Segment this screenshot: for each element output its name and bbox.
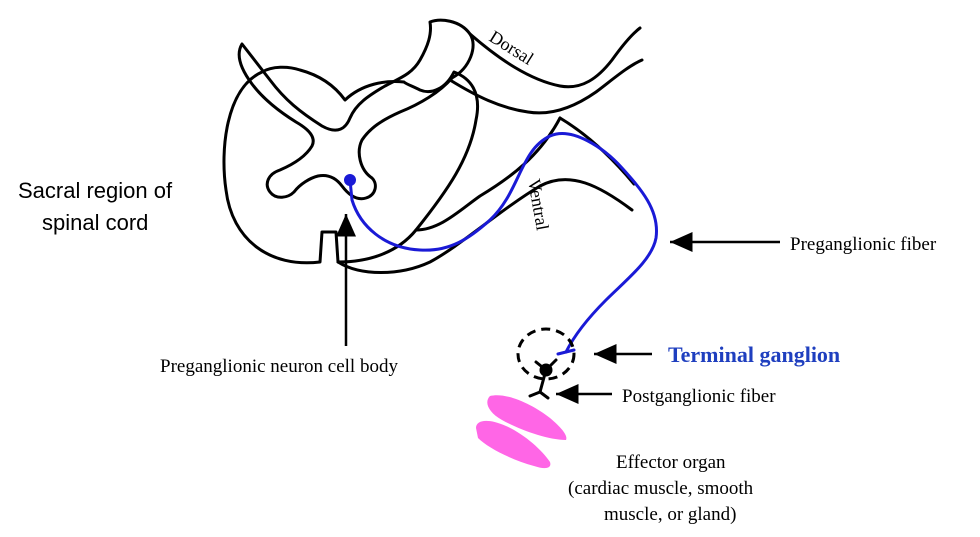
effector-label-line3: muscle, or gland) [604, 504, 736, 525]
dorsal-label: Dorsal [486, 26, 537, 68]
terminal-ganglion-circle [516, 327, 576, 381]
effector-organ [476, 395, 567, 469]
postganglionic-terminal-left [528, 390, 542, 398]
effector-lobe-upper [487, 395, 567, 440]
region-label-line2: spinal cord [42, 210, 148, 235]
dorsal-root-upper [468, 26, 642, 89]
cell-body-label: Preganglionic neuron cell body [160, 356, 398, 377]
spinal-cord-outline [222, 65, 479, 265]
postganglionic-axon [538, 368, 548, 394]
spinal-nerve-upper [558, 116, 636, 186]
terminal-ganglion-label: Terminal ganglion [668, 342, 840, 367]
spinal-cord-cross-section [222, 18, 644, 274]
grey-matter [237, 18, 475, 201]
pointer-arrows [336, 214, 780, 404]
region-label-line1: Sacral region of [18, 178, 173, 203]
dorsal-root-lower [448, 58, 644, 115]
postganglionic-terminal-right [538, 390, 550, 400]
ventral-root-upper [414, 116, 562, 232]
effector-label-line2: (cardiac muscle, smooth [568, 478, 754, 499]
postganglionic-fiber-label: Postganglionic fiber [622, 386, 776, 407]
effector-label-line1: Effector organ [616, 452, 726, 473]
postganglionic-neuron [528, 358, 558, 400]
preganglionic-fiber-path [348, 132, 659, 354]
preganglionic-fiber-label: Preganglionic fiber [790, 234, 937, 255]
preganglionic-terminal [556, 348, 576, 356]
preganglionic-neuron [344, 132, 659, 356]
ventral-label: Ventral [524, 177, 553, 232]
effector-lobe-lower [476, 420, 551, 469]
